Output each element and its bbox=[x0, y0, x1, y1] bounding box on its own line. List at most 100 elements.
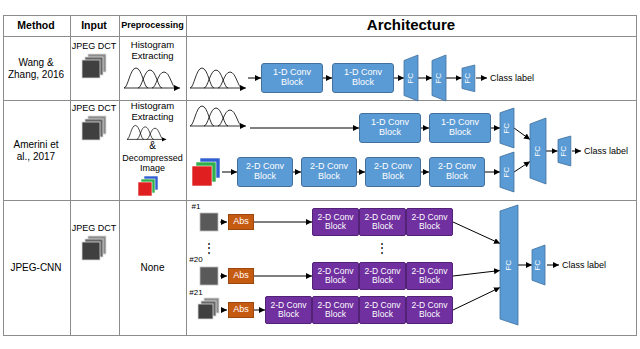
block-label: 2-D Conv Block bbox=[305, 162, 353, 182]
block-label: 2-D Conv Block bbox=[316, 267, 355, 286]
flow-connector bbox=[394, 78, 404, 79]
method-name: Amerini et al., 2017 bbox=[8, 139, 64, 162]
flow-arrow bbox=[220, 222, 227, 223]
abs-layer: Abs bbox=[228, 302, 254, 318]
flow-connector bbox=[254, 222, 312, 223]
block-label: 2-D Conv Block bbox=[363, 213, 402, 232]
input-name: JPEG DCT bbox=[72, 103, 117, 113]
abs-layer: Abs bbox=[228, 268, 254, 284]
flow-connector bbox=[254, 276, 312, 277]
flow-connector bbox=[254, 310, 265, 311]
dct-plane bbox=[82, 122, 100, 140]
table-rule bbox=[3, 16, 637, 336]
table-rule bbox=[4, 15, 637, 336]
conv2d-block: 2-D Conv Block bbox=[406, 262, 453, 290]
channel-index: #21 bbox=[189, 288, 202, 297]
channel-index: #1 bbox=[192, 202, 201, 211]
conv1d-block: 1-D Conv Block bbox=[429, 113, 491, 143]
flow-connector bbox=[357, 172, 365, 173]
histogram-plot bbox=[124, 68, 180, 88]
histogram-plot bbox=[190, 68, 246, 88]
fc-layer: FC bbox=[500, 108, 514, 148]
layer-label: FC bbox=[560, 146, 569, 157]
output-label: Class label bbox=[490, 73, 534, 83]
fc-layer: FC bbox=[404, 55, 418, 101]
column-header: Architecture bbox=[367, 16, 455, 33]
dct-plane bbox=[82, 242, 100, 260]
layer-label: FC bbox=[464, 73, 473, 84]
flow-connector bbox=[485, 172, 500, 173]
flow-connector bbox=[491, 128, 500, 129]
flow-arrow bbox=[572, 151, 581, 152]
layer-label: FC bbox=[435, 73, 444, 84]
block-label: 2-D Conv Block bbox=[410, 213, 449, 232]
fc-layer: FC bbox=[500, 205, 518, 325]
preprocessing-step: Histogram Extracting bbox=[122, 40, 184, 62]
conv1d-block: 1-D Conv Block bbox=[261, 63, 323, 93]
block-label: 2-D Conv Block bbox=[316, 213, 355, 232]
block-label: 2-D Conv Block bbox=[410, 301, 449, 320]
flow-connector bbox=[453, 288, 500, 311]
flow-arrow bbox=[222, 172, 237, 173]
conv2d-block: 2-D Conv Block bbox=[406, 208, 453, 236]
block-label: 2-D Conv Block bbox=[369, 162, 417, 182]
flow-connector bbox=[418, 78, 432, 79]
histogram-curve bbox=[124, 68, 176, 88]
preprocessing-step: None bbox=[141, 262, 165, 274]
dct-plane bbox=[200, 267, 218, 285]
histogram-curve bbox=[127, 125, 163, 139]
flow-connector bbox=[453, 271, 500, 277]
conv2d-block: 2-D Conv Block bbox=[312, 208, 359, 236]
fc-shape bbox=[404, 55, 418, 101]
fc-shape bbox=[530, 118, 546, 184]
fc-layer: FC bbox=[462, 65, 475, 92]
flow-connector bbox=[293, 172, 301, 173]
flow-arrow bbox=[250, 128, 359, 129]
histogram-curve bbox=[190, 68, 242, 88]
flow-connector bbox=[453, 222, 500, 244]
conv2d-block: 2-D Conv Block bbox=[312, 296, 359, 324]
layer-label: FC bbox=[505, 260, 514, 271]
flow-arrow bbox=[220, 276, 227, 277]
red-channel bbox=[192, 166, 212, 186]
block-label: 2-D Conv Block bbox=[363, 301, 402, 320]
conv2d-block: 2-D Conv Block bbox=[359, 208, 406, 236]
column-header: Input bbox=[81, 19, 107, 31]
block-label: Abs bbox=[233, 217, 249, 227]
flow-arrow bbox=[547, 265, 559, 266]
table-grid bbox=[3, 15, 637, 336]
flow-connector bbox=[323, 78, 332, 79]
flow-connector bbox=[514, 162, 530, 173]
histogram-axis bbox=[190, 88, 246, 89]
layer-label: FC bbox=[534, 260, 543, 271]
conv2d-block: 2-D Conv Block bbox=[365, 157, 421, 187]
column-header: Method bbox=[17, 19, 54, 31]
dct-plane bbox=[198, 304, 213, 319]
rgb-image-icon bbox=[192, 158, 220, 186]
red-channel bbox=[138, 182, 152, 196]
dct-image-icon bbox=[82, 116, 106, 140]
conv2d-block: 2-D Conv Block bbox=[429, 157, 485, 187]
dct-image-icon bbox=[82, 236, 106, 260]
flow-arrow bbox=[248, 78, 261, 79]
ellipsis-mark: ⋮ bbox=[376, 242, 388, 256]
conv2d-block: 2-D Conv Block bbox=[265, 296, 312, 324]
layer-label: FC bbox=[534, 146, 543, 157]
rgb-image-icon bbox=[138, 176, 158, 196]
preprocessing-step: & bbox=[149, 140, 156, 152]
block-label: 2-D Conv Block bbox=[410, 267, 449, 286]
fc-shape bbox=[532, 245, 545, 285]
block-label: Abs bbox=[233, 305, 249, 315]
conv2d-block: 2-D Conv Block bbox=[406, 296, 453, 324]
preprocessing-step: Decompressed Image bbox=[120, 153, 186, 174]
flow-connector bbox=[421, 128, 429, 129]
layer-label: FC bbox=[503, 123, 512, 134]
ellipsis-mark: ⋮ bbox=[203, 242, 215, 256]
flow-connector bbox=[518, 265, 532, 266]
input-name: JPEG DCT bbox=[72, 223, 117, 233]
conv2d-block: 2-D Conv Block bbox=[237, 157, 293, 187]
input-name: JPEG DCT bbox=[72, 41, 117, 51]
fc-shape bbox=[500, 152, 514, 192]
histogram-axis bbox=[190, 126, 246, 127]
